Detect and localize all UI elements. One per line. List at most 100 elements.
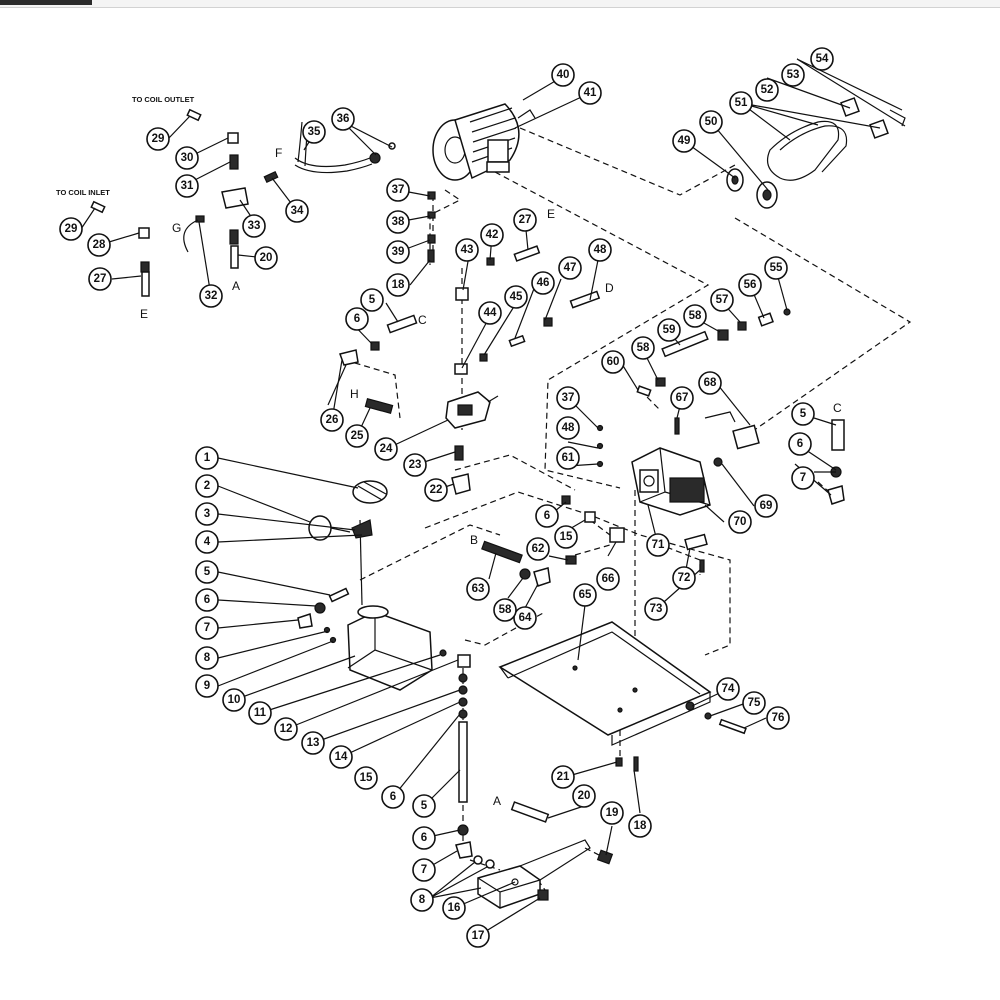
- callout-32: 32: [199, 284, 223, 308]
- motor: [432, 103, 536, 181]
- callout-23: 23: [403, 453, 427, 477]
- svg-text:13: 13: [307, 737, 320, 749]
- callout-28: 28: [87, 233, 111, 257]
- letter-e-left: E: [140, 307, 148, 321]
- callout-45: 45: [504, 285, 528, 309]
- callout-30: 30: [175, 146, 199, 170]
- svg-text:33: 33: [248, 220, 261, 232]
- callout-51: 51: [729, 91, 753, 115]
- to-coil-inlet-note: TO COIL INLET: [56, 188, 110, 197]
- svg-text:68: 68: [704, 377, 717, 389]
- svg-text:37: 37: [392, 184, 405, 196]
- svg-text:55: 55: [770, 262, 783, 274]
- callout-58-low: 58: [493, 598, 517, 622]
- callout-9: 9: [195, 674, 219, 698]
- svg-text:49: 49: [678, 135, 691, 147]
- small-parts: [90, 108, 845, 901]
- callout-65: 65: [573, 583, 597, 607]
- svg-text:48: 48: [594, 244, 607, 256]
- svg-text:30: 30: [181, 152, 194, 164]
- callout-5-right: 5: [791, 402, 815, 426]
- callout-72: 72: [672, 566, 696, 590]
- callout-1: 1: [195, 446, 219, 470]
- callout-20-top: 20: [254, 246, 278, 270]
- callout-8: 8: [195, 646, 219, 670]
- svg-text:1: 1: [204, 452, 211, 464]
- svg-text:64: 64: [519, 612, 532, 624]
- svg-text:69: 69: [760, 500, 773, 512]
- svg-text:4: 4: [204, 536, 211, 548]
- letter-e-right: E: [547, 207, 555, 221]
- svg-text:21: 21: [557, 771, 570, 783]
- pulleys-and-belts: [726, 97, 906, 209]
- svg-text:26: 26: [326, 414, 339, 426]
- svg-text:59: 59: [663, 324, 676, 336]
- cropped-heading-fragment: [0, 0, 92, 5]
- svg-text:18: 18: [634, 820, 647, 832]
- svg-text:41: 41: [584, 87, 597, 99]
- callout-12: 12: [274, 717, 298, 741]
- svg-text:10: 10: [228, 694, 241, 706]
- callout-66: 66: [596, 567, 620, 591]
- callout-6-right: 6: [788, 432, 812, 456]
- svg-text:75: 75: [748, 697, 761, 709]
- callout-69: 69: [754, 494, 778, 518]
- callout-67: 67: [670, 386, 694, 410]
- svg-text:18: 18: [392, 279, 405, 291]
- svg-text:19: 19: [606, 807, 619, 819]
- letter-h: H: [350, 387, 359, 401]
- callout-60: 60: [601, 350, 625, 374]
- callout-7: 7: [195, 616, 219, 640]
- svg-text:2: 2: [204, 480, 210, 492]
- svg-text:54: 54: [816, 53, 829, 65]
- callout-26: 26: [320, 408, 344, 432]
- callout-43: 43: [455, 238, 479, 262]
- svg-text:76: 76: [772, 712, 785, 724]
- callout-62: 62: [526, 537, 550, 561]
- svg-text:74: 74: [722, 683, 735, 695]
- callout-63: 63: [466, 577, 490, 601]
- svg-text:66: 66: [602, 573, 615, 585]
- svg-text:27: 27: [519, 214, 532, 226]
- callout-37-top: 37: [386, 178, 410, 202]
- callout-49: 49: [672, 129, 696, 153]
- svg-text:65: 65: [579, 589, 592, 601]
- callout-19: 19: [600, 801, 624, 825]
- callout-6-mid: 6: [535, 504, 559, 528]
- svg-text:20: 20: [578, 790, 591, 802]
- svg-text:5: 5: [800, 408, 807, 420]
- callout-58-mid: 58: [631, 336, 655, 360]
- letter-a-bottom: A: [493, 794, 501, 808]
- callout-64: 64: [513, 606, 537, 630]
- svg-text:14: 14: [335, 751, 348, 763]
- svg-text:23: 23: [409, 459, 422, 471]
- svg-text:16: 16: [448, 902, 461, 914]
- svg-text:6: 6: [421, 832, 427, 844]
- letter-d: D: [605, 281, 614, 295]
- callout-33: 33: [242, 214, 266, 238]
- svg-text:9: 9: [204, 680, 210, 692]
- svg-text:36: 36: [337, 113, 350, 125]
- callout-31: 31: [175, 174, 199, 198]
- callout-75: 75: [742, 691, 766, 715]
- callout-70: 70: [728, 510, 752, 534]
- callout-25: 25: [345, 424, 369, 448]
- callout-74: 74: [716, 677, 740, 701]
- callout-6: 6: [195, 588, 219, 612]
- callout-50: 50: [699, 110, 723, 134]
- callout-29-inlet: 29: [59, 217, 83, 241]
- svg-text:5: 5: [421, 800, 428, 812]
- callout-47: 47: [558, 256, 582, 280]
- svg-text:29: 29: [152, 133, 165, 145]
- svg-text:40: 40: [557, 69, 570, 81]
- text-labels: TO COIL OUTLET TO COIL INLET F G A E E D…: [56, 95, 842, 808]
- svg-text:37: 37: [562, 392, 575, 404]
- svg-text:8: 8: [204, 652, 211, 664]
- letter-b: B: [470, 533, 478, 547]
- callout-41: 41: [578, 81, 602, 105]
- callout-55: 55: [764, 256, 788, 280]
- svg-text:67: 67: [676, 392, 689, 404]
- callout-29-outlet: 29: [146, 127, 170, 151]
- callout-5-low: 5: [412, 794, 436, 818]
- svg-text:56: 56: [744, 279, 757, 291]
